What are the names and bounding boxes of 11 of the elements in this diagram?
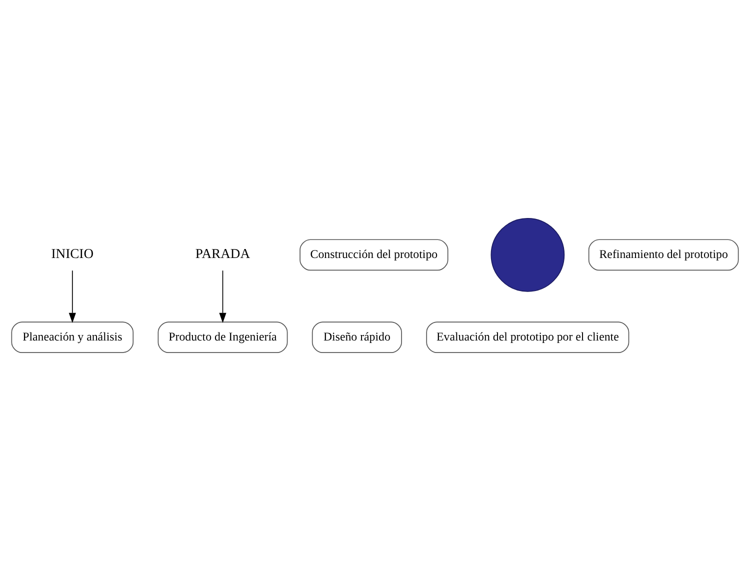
- node-box: Producto de Ingeniería: [158, 322, 288, 354]
- node-box: Construcción del prototipo: [300, 239, 448, 271]
- node-box: Diseño rápido: [312, 322, 402, 354]
- node-box: Evaluación del prototipo por el cliente: [426, 322, 630, 354]
- arrow: [68, 270, 76, 324]
- node-box: Planeación y análisis: [11, 322, 134, 354]
- node-box: Refinamiento del prototipo: [588, 239, 739, 271]
- node-text: INICIO: [51, 246, 94, 262]
- arrow: [219, 270, 226, 324]
- node-circle: [490, 218, 565, 292]
- node-text: PARADA: [195, 246, 250, 262]
